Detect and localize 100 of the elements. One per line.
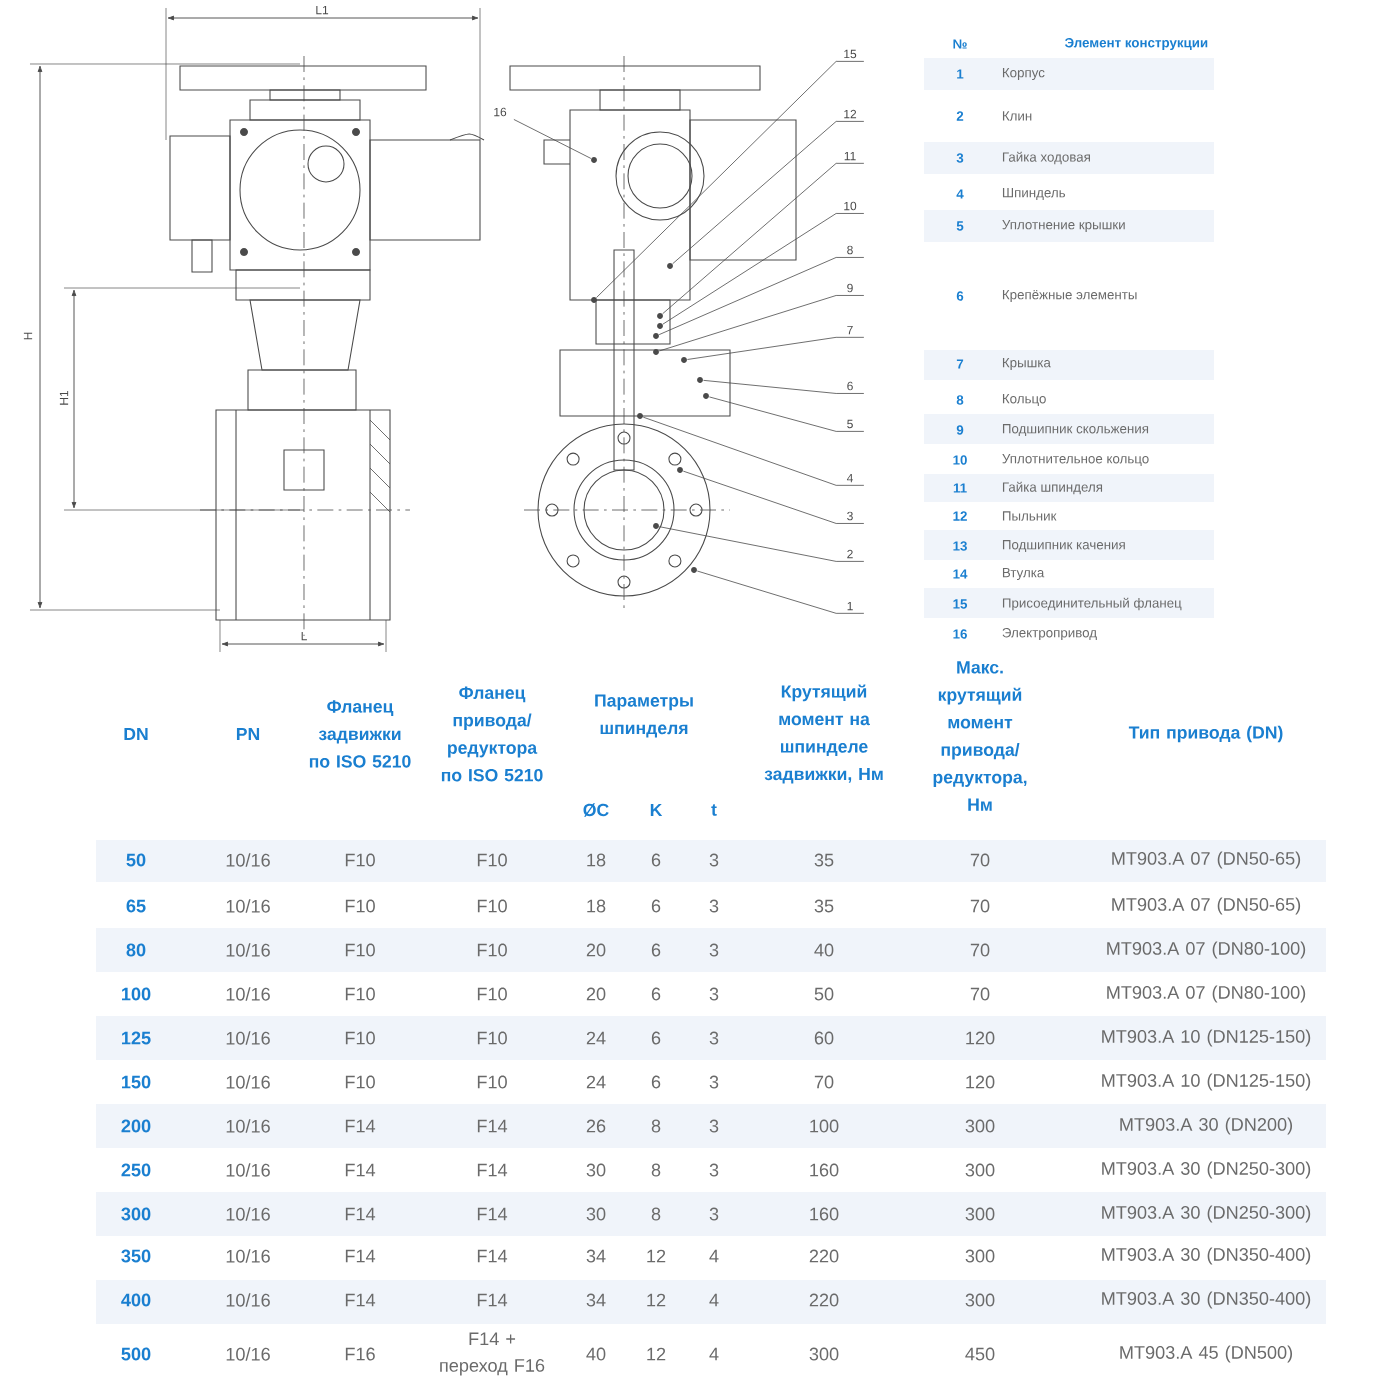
row-header: 65 — [126, 899, 146, 913]
leader-line — [658, 257, 865, 335]
table-cell: 34 — [586, 1249, 606, 1263]
table-cell: 20 — [586, 943, 606, 957]
table-cell: 300 — [965, 1207, 995, 1221]
leader-line — [687, 336, 865, 360]
table-cell: 4 — [709, 1249, 719, 1263]
table-cell: MT903.A 30 (DN350-400) — [1102, 1291, 1311, 1309]
table-cell: 10/16 — [226, 1031, 270, 1045]
table-cell: 10/16 — [226, 853, 270, 867]
table-cell: 3 — [709, 1163, 719, 1177]
leader-line — [703, 379, 865, 394]
table-cell: 160 — [810, 1163, 839, 1177]
table-cell: 12 — [647, 1293, 666, 1307]
table-cell: 4 — [709, 1347, 719, 1361]
leader-line — [658, 295, 865, 352]
table-cell: 10/16 — [226, 899, 270, 913]
column-header: PN — [236, 727, 260, 741]
table-cell: 10/16 — [226, 1249, 270, 1263]
table-cell: 220 — [809, 1249, 839, 1263]
table-cell: 120 — [966, 1031, 995, 1045]
leader-line — [672, 121, 865, 265]
table-cell: 35 — [814, 899, 834, 913]
table-cell: MT903.A 07 (DN50-65) — [1112, 851, 1301, 869]
column-header: t — [711, 804, 717, 816]
leader-line — [708, 396, 865, 432]
table-cell: 10/16 — [226, 1163, 270, 1177]
table-cell: F10 — [477, 1031, 507, 1045]
row-header: 80 — [126, 943, 146, 957]
table-cell: 6 — [651, 943, 661, 957]
table-cell: 3 — [709, 853, 719, 867]
column-header: Макс. крутящий момент привода/ редуктора, Нм — [933, 661, 1027, 811]
column-header: Тип привода (DN) — [1128, 725, 1283, 743]
table-cell: 3 — [709, 1207, 719, 1221]
table-cell: 8 — [651, 1119, 661, 1133]
table-cell: 8 — [651, 1207, 661, 1221]
table-cell: MT903.A 07 (DN50-65) — [1112, 897, 1301, 915]
row-header: 500 — [121, 1347, 151, 1361]
table-cell: 120 — [966, 1075, 995, 1089]
row-header: 350 — [121, 1249, 151, 1263]
table-cell: F14 — [477, 1119, 508, 1133]
table-cell: 40 — [814, 943, 834, 957]
table-cell: 300 — [965, 1293, 995, 1307]
column-header: Параметры шпинделя — [595, 694, 693, 738]
table-cell: 10/16 — [226, 1293, 270, 1307]
table-cell: 70 — [970, 899, 990, 913]
table-cell: 35 — [814, 853, 834, 867]
table-cell: 3 — [709, 987, 719, 1001]
table-cell: 12 — [647, 1347, 666, 1361]
table-cell: 10/16 — [226, 1347, 270, 1361]
leader-line — [659, 526, 865, 562]
row-header: 50 — [126, 853, 146, 867]
table-cell: 100 — [810, 1119, 839, 1133]
table-cell: F10 — [345, 987, 375, 1001]
table-cell: 50 — [814, 987, 834, 1001]
table-cell: 70 — [970, 987, 990, 1001]
table-cell: 6 — [651, 899, 661, 913]
row-header: 200 — [121, 1119, 151, 1133]
column-header: Фланец привода/ редуктора по ISO 5210 — [441, 686, 543, 782]
table-cell: 220 — [809, 1293, 839, 1307]
table-cell: 10/16 — [226, 1119, 270, 1133]
table-cell: 10/16 — [226, 1075, 270, 1089]
table-cell: 70 — [814, 1075, 834, 1089]
table-cell: 3 — [709, 1119, 719, 1133]
table-cell: MT903.A 30 (DN350-400) — [1102, 1247, 1311, 1265]
table-cell: 70 — [970, 943, 990, 957]
table-cell: 300 — [809, 1347, 839, 1361]
table-cell: 70 — [970, 853, 990, 867]
table-cell: 30 — [586, 1163, 606, 1177]
table-cell: F10 — [477, 899, 507, 913]
leader-line — [662, 162, 865, 315]
column-header: Крутящий момент на шпинделе задвижки, Нм — [764, 684, 883, 784]
table-cell: MT903.A 10 (DN125-150) — [1102, 1029, 1311, 1047]
table-cell: F10 — [345, 899, 375, 913]
table-cell: 160 — [810, 1207, 839, 1221]
table-cell: 20 — [586, 987, 606, 1001]
table-cell: 300 — [965, 1249, 995, 1263]
table-cell: MT903.A 07 (DN80-100) — [1107, 985, 1306, 1003]
table-cell: F10 — [477, 1075, 507, 1089]
table-cell: F14 + переход F16 — [440, 1332, 545, 1376]
table-cell: 6 — [651, 1031, 661, 1045]
column-header: K — [650, 803, 663, 817]
column-header: Фланец задвижки по ISO 5210 — [309, 700, 411, 768]
leader-line — [596, 61, 865, 298]
table-cell: F14 — [477, 1249, 508, 1263]
table-cell: F10 — [477, 943, 507, 957]
row-header: 125 — [122, 1031, 151, 1045]
table-cell: 24 — [586, 1031, 606, 1045]
leader-line — [696, 570, 865, 614]
row-header: 400 — [121, 1293, 151, 1307]
table-cell: 450 — [965, 1347, 995, 1361]
table-cell: 10/16 — [226, 943, 270, 957]
table-cell: F10 — [477, 987, 507, 1001]
table-cell: 3 — [709, 899, 719, 913]
table-cell: 24 — [586, 1075, 606, 1089]
table-cell: 30 — [586, 1207, 606, 1221]
table-cell: F14 — [345, 1249, 376, 1263]
table-cell: 18 — [587, 853, 606, 867]
table-cell: MT903.A 30 (DN250-300) — [1102, 1161, 1311, 1179]
table-cell: 10/16 — [226, 1207, 270, 1221]
